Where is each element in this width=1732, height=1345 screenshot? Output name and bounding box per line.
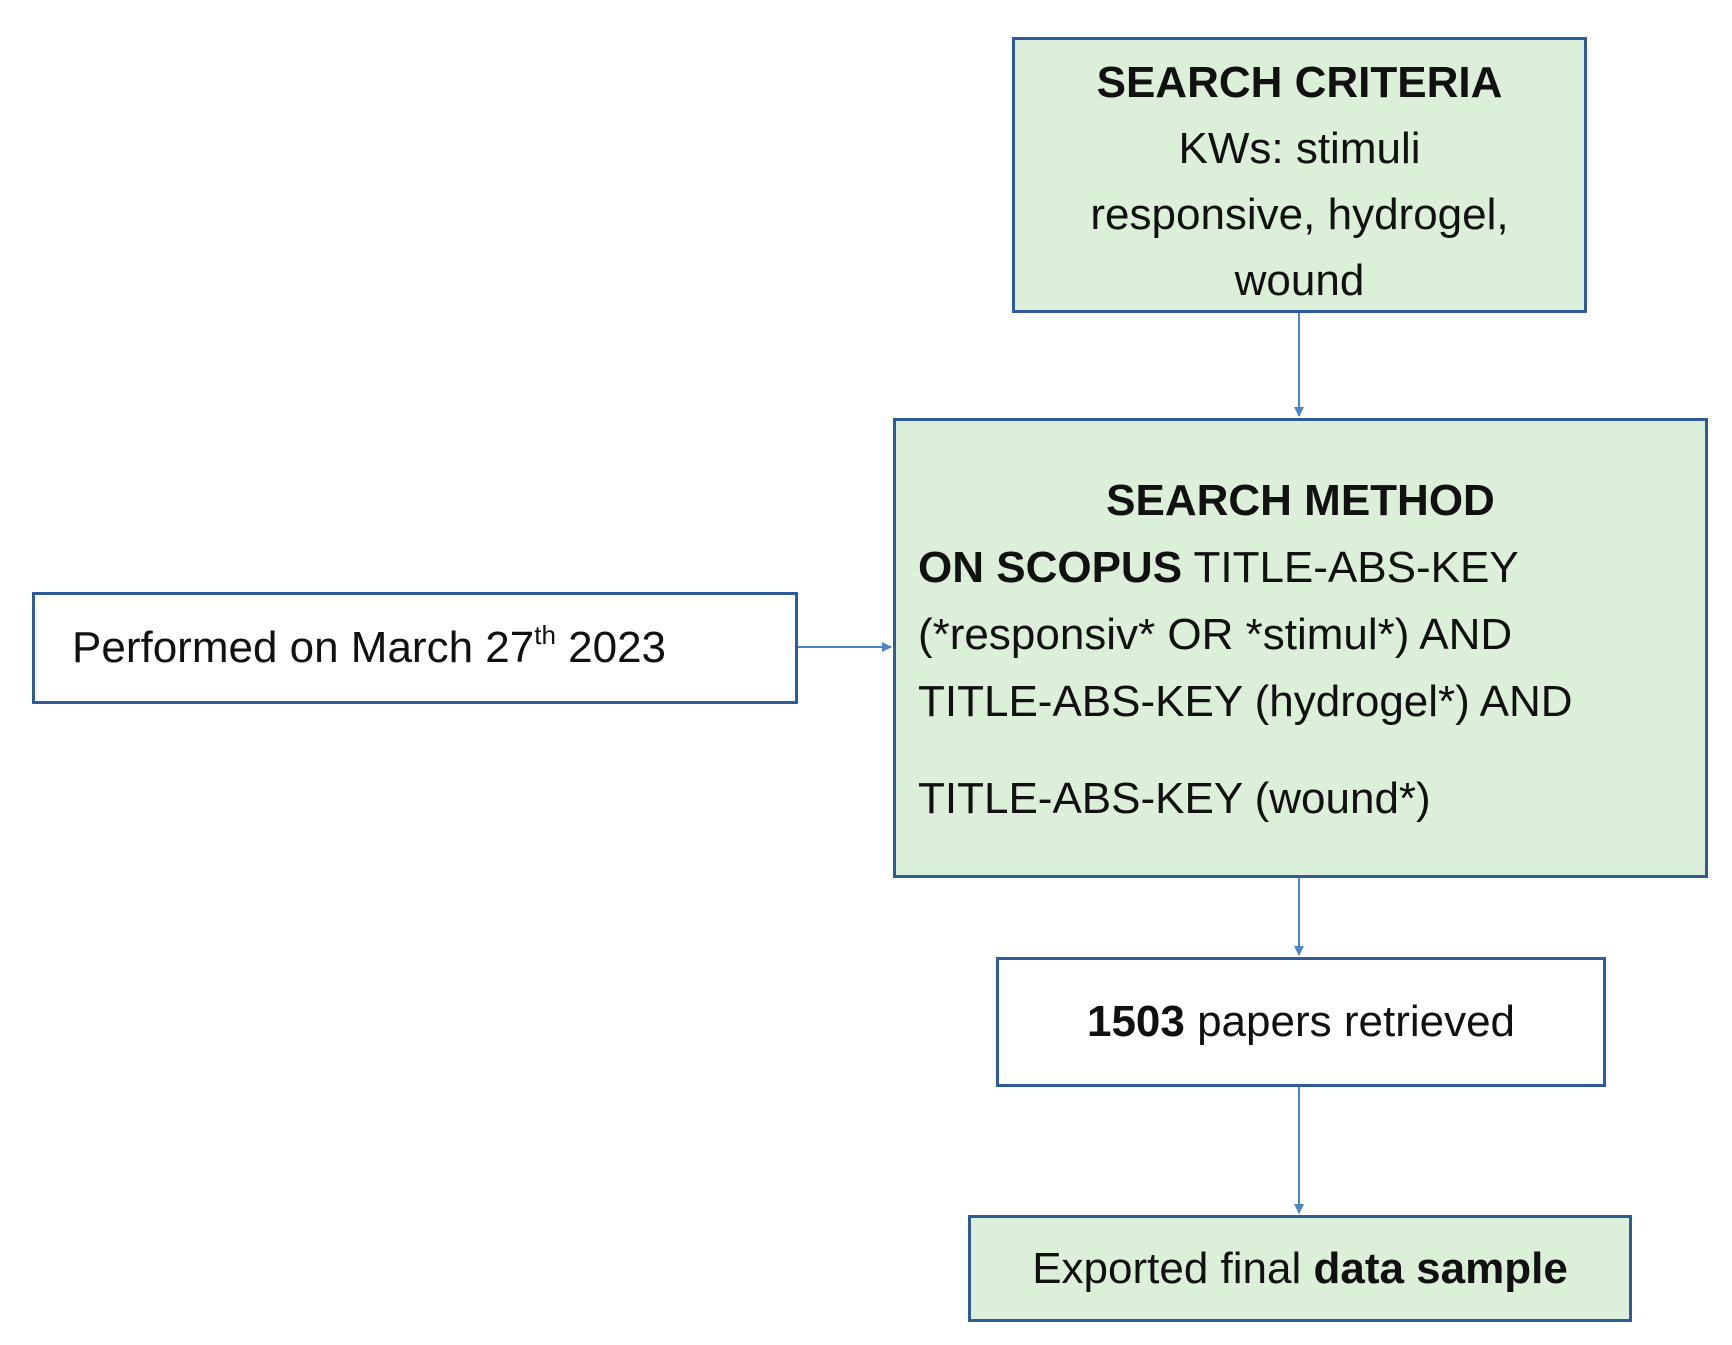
search-method-box: SEARCH METHOD ON SCOPUS TITLE-ABS-KEY (*… bbox=[893, 418, 1708, 878]
papers-retrieved-box: 1503 papers retrieved bbox=[996, 957, 1606, 1087]
search-method-line: TITLE-ABS-KEY (hydrogel*) AND bbox=[918, 677, 1573, 726]
performed-date-ordinal: th bbox=[534, 620, 556, 650]
search-method-line: (*responsiv* OR *stimul*) AND bbox=[918, 610, 1513, 659]
performed-date-box: Performed on March 27th 2023 bbox=[32, 592, 798, 704]
search-method-line: TITLE-ABS-KEY (wound*) bbox=[918, 774, 1431, 823]
performed-date-year: 2023 bbox=[555, 623, 667, 672]
search-method-query-part: TITLE-ABS-KEY bbox=[1182, 543, 1519, 592]
exported-bold-label: data sample bbox=[1313, 1244, 1568, 1293]
search-criteria-title: SEARCH CRITERIA bbox=[1096, 58, 1503, 107]
papers-retrieved-label: papers retrieved bbox=[1184, 997, 1516, 1046]
performed-date-prefix: Performed on March 27 bbox=[72, 623, 535, 672]
exported-sample-box: Exported final data sample bbox=[968, 1215, 1632, 1322]
exported-prefix: Exported final bbox=[1032, 1244, 1314, 1293]
search-criteria-line: wound bbox=[1234, 256, 1365, 305]
search-method-line: ON SCOPUS TITLE-ABS-KEY bbox=[918, 534, 1705, 601]
search-criteria-line: responsive, hydrogel, bbox=[1090, 190, 1509, 239]
search-method-title: SEARCH METHOD bbox=[1106, 476, 1495, 525]
search-method-source: ON SCOPUS bbox=[918, 543, 1183, 592]
search-criteria-box: SEARCH CRITERIA KWs: stimuli responsive,… bbox=[1012, 37, 1587, 313]
search-criteria-line: KWs: stimuli bbox=[1178, 124, 1421, 173]
papers-count: 1503 bbox=[1086, 997, 1185, 1046]
